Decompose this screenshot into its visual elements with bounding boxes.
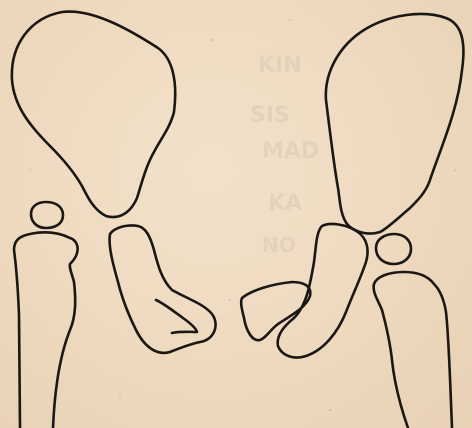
show-through-line-5: NO — [262, 233, 296, 257]
right-femoral-head — [376, 234, 411, 264]
left-ischium — [110, 225, 216, 352]
right-femur — [374, 272, 452, 428]
left-femoral-head — [31, 202, 63, 228]
show-through-line-1: KIN — [258, 53, 302, 78]
right-ilium — [326, 14, 464, 234]
show-through-line-4: KA — [268, 191, 302, 216]
show-through-line-3: MAD — [262, 139, 319, 164]
left-hip — [12, 12, 216, 428]
left-ilium — [12, 12, 175, 218]
left-pubis — [156, 300, 197, 333]
show-through-text: KIN SIS MAD KA NO — [250, 53, 319, 257]
show-through-line-2: SIS — [250, 103, 290, 128]
left-femur — [14, 232, 78, 428]
